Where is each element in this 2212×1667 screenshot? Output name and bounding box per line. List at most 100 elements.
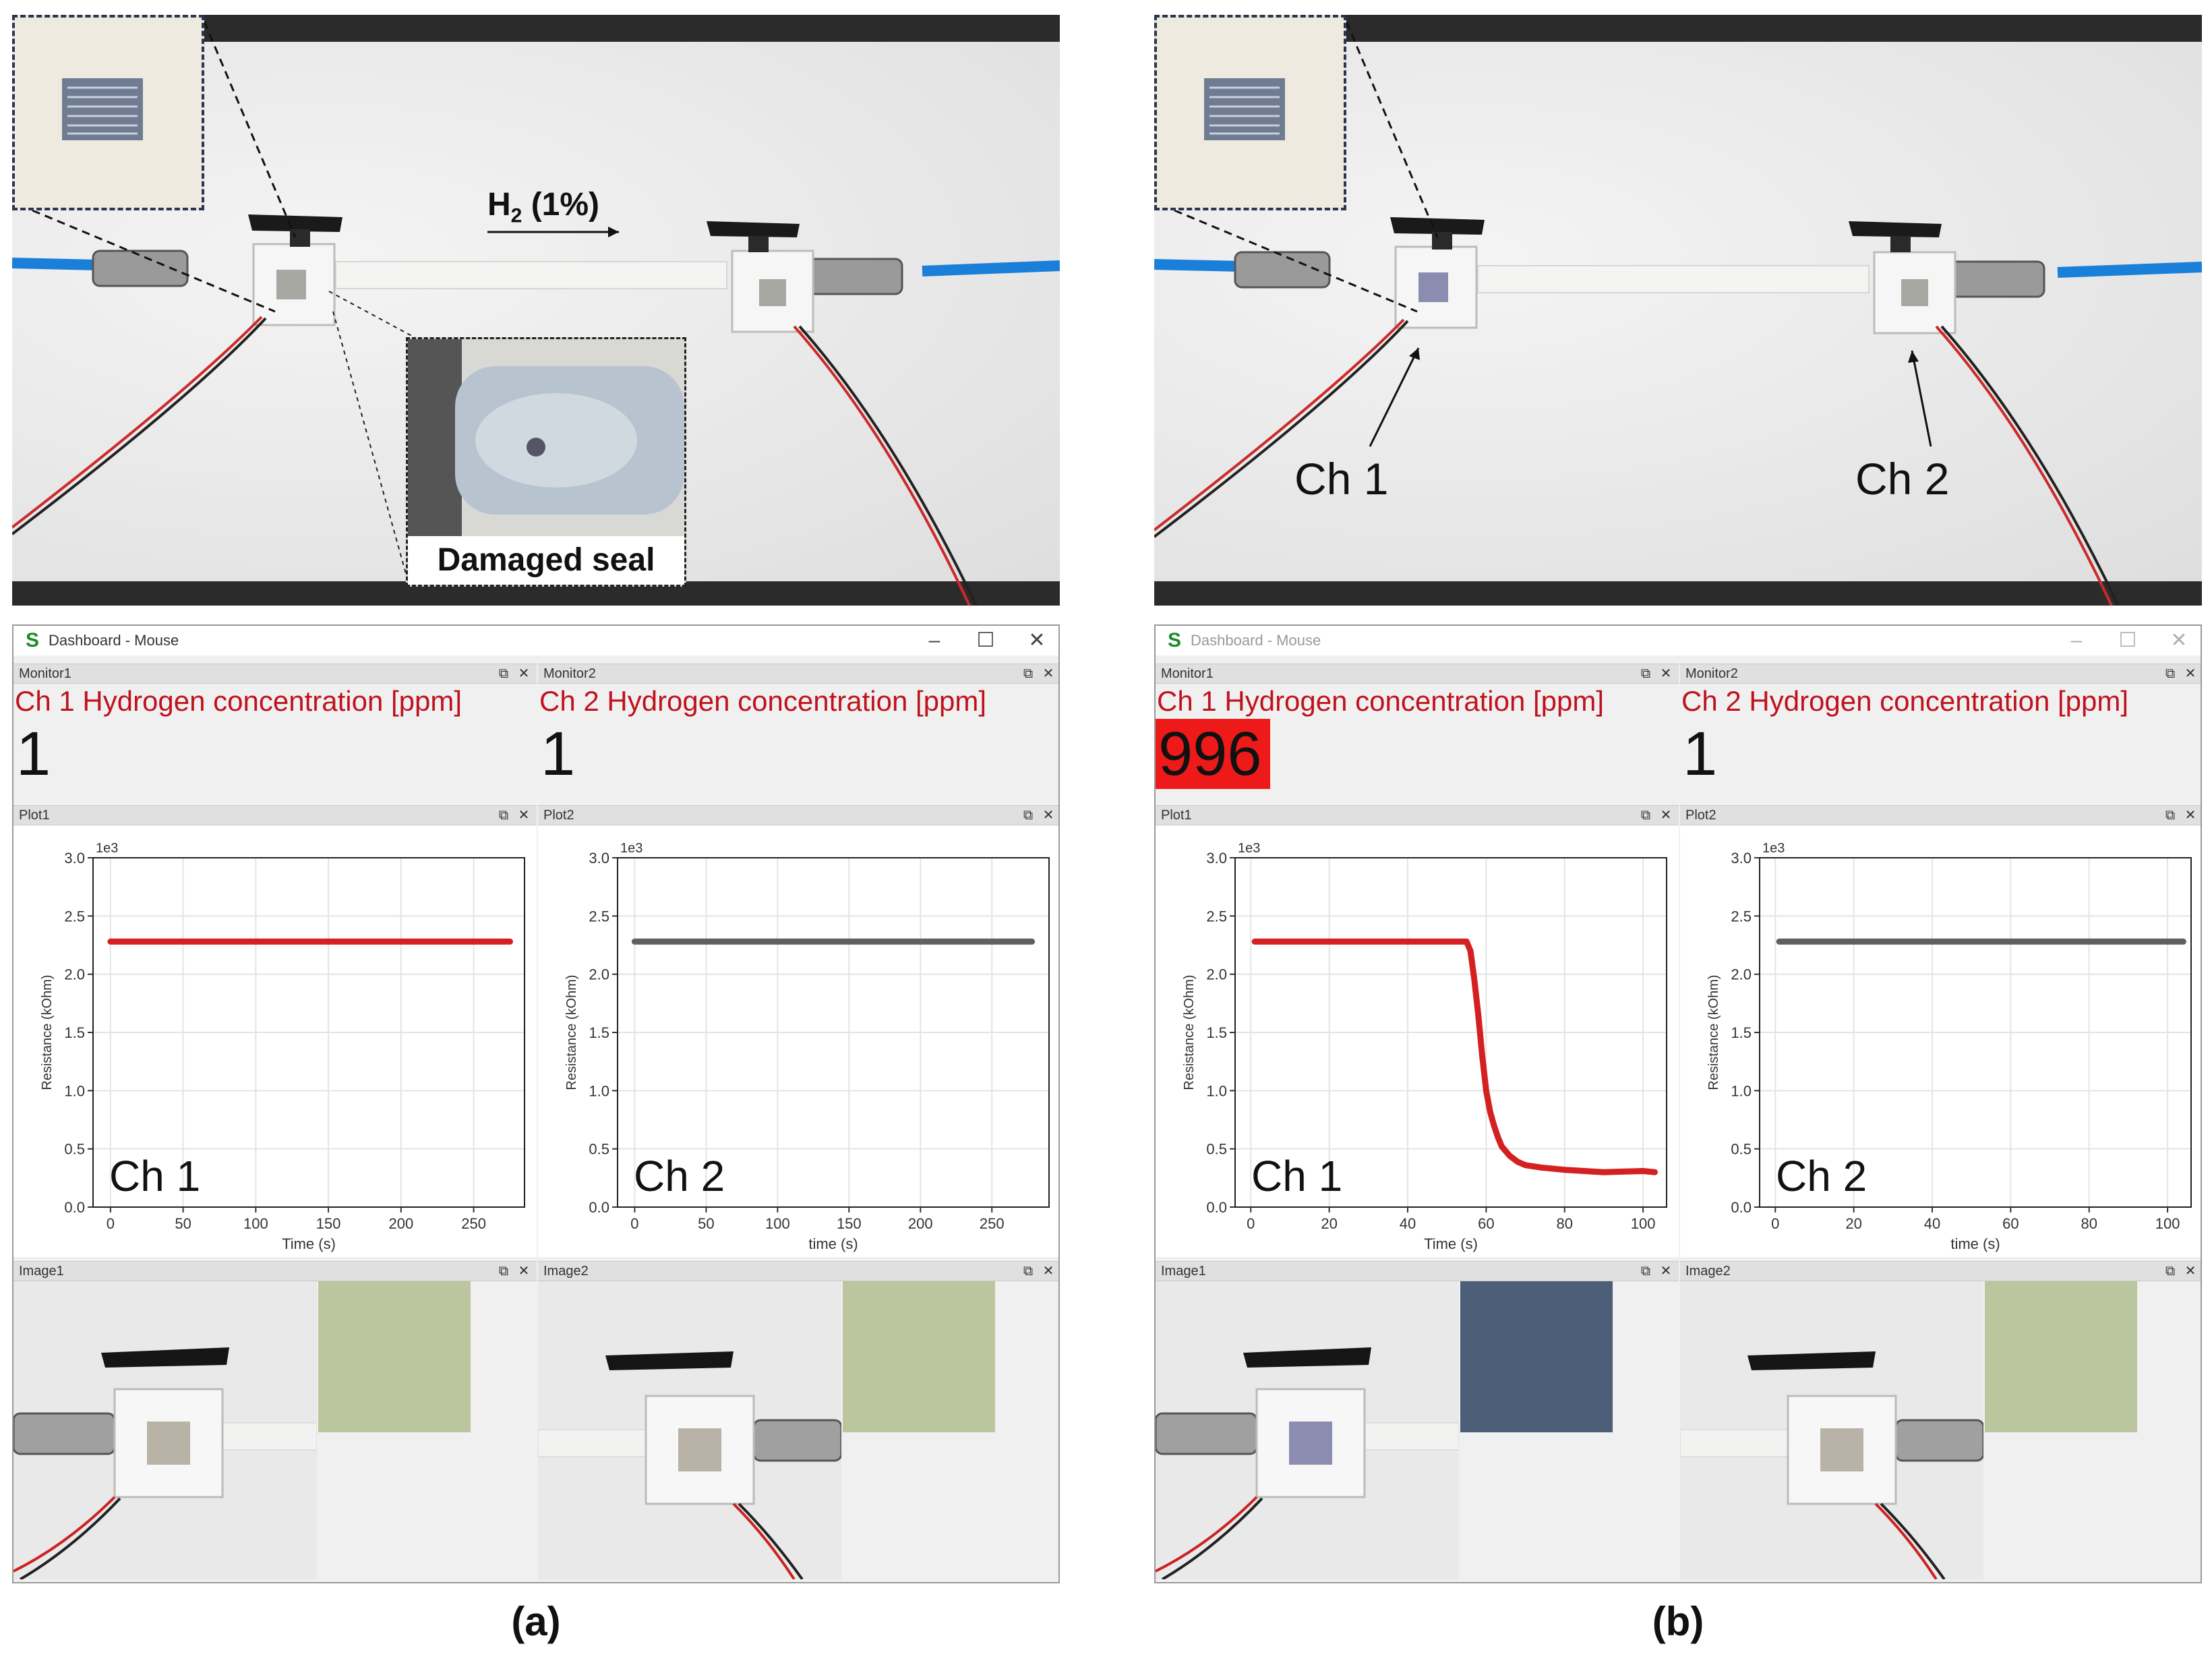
panel-a: Damaged seal H2 (1%) S Dashboard - Mouse… — [12, 0, 1064, 1667]
undock-icon[interactable]: ⧉ — [498, 808, 509, 823]
image-area — [538, 1281, 1058, 1582]
y-scale-label: 1e3 — [620, 841, 642, 856]
minimize-button[interactable]: – — [2070, 629, 2083, 651]
dock-header: Plot2 ⧉ ✕ — [1680, 805, 2201, 825]
close-dock-icon[interactable]: ✕ — [2184, 1264, 2196, 1279]
close-dock-icon[interactable]: ✕ — [1042, 666, 1054, 681]
undock-icon[interactable]: ⧉ — [1023, 808, 1034, 823]
image-area — [13, 1281, 537, 1582]
minimize-button[interactable]: – — [928, 629, 940, 651]
x-tick-label: 0 — [1771, 1215, 1779, 1232]
maximize-button[interactable]: ☐ — [2118, 629, 2137, 651]
channel-label: Ch 2 — [1776, 1152, 1867, 1200]
dock-title: Plot1 — [1161, 808, 1192, 823]
close-dock-icon[interactable]: ✕ — [1660, 1264, 1672, 1279]
y-tick-label: 2.0 — [64, 966, 85, 983]
dock-header: Monitor2 ⧉ ✕ — [538, 664, 1058, 684]
close-dock-icon[interactable]: ✕ — [518, 1264, 530, 1279]
close-dock-icon[interactable]: ✕ — [1042, 808, 1054, 823]
sensor-chip-callout — [12, 15, 204, 210]
y-tick-label: 2.0 — [1731, 966, 1752, 983]
maximize-button[interactable]: ☐ — [976, 629, 995, 651]
undock-icon[interactable]: ⧉ — [1023, 666, 1034, 681]
setup-photo: Ch 1 Ch 2 — [1154, 15, 2202, 606]
x-tick-label: 60 — [2002, 1215, 2019, 1232]
ch1-photo-label: Ch 1 — [1294, 454, 1389, 504]
channel-label: Ch 1 — [109, 1152, 200, 1200]
y-tick-label: 0.5 — [64, 1141, 85, 1158]
undock-icon[interactable]: ⧉ — [1023, 1264, 1034, 1279]
panel-b: Ch 1 Ch 2 S Dashboard - Mouse – ☐ ✕ Moni… — [1154, 0, 2206, 1667]
color-swatch — [1460, 1281, 1613, 1432]
y-tick-label: 0.0 — [1731, 1199, 1752, 1216]
monitor-label: Ch 1 Hydrogen concentration [ppm] — [1157, 685, 1605, 717]
channel-label: Ch 2 — [634, 1152, 725, 1200]
undock-icon[interactable]: ⧉ — [498, 666, 509, 681]
undock-icon[interactable]: ⧉ — [1640, 666, 1651, 681]
close-button[interactable]: ✕ — [2170, 629, 2188, 651]
channel-label: Ch 1 — [1251, 1152, 1342, 1200]
undock-icon[interactable]: ⧉ — [1640, 808, 1651, 823]
close-dock-icon[interactable]: ✕ — [1042, 1264, 1054, 1279]
image1-dock: Image1 ⧉ ✕ — [1156, 1261, 1679, 1582]
close-dock-icon[interactable]: ✕ — [518, 666, 530, 681]
y-tick-label: 2.5 — [589, 908, 609, 925]
y-tick-label: 2.0 — [589, 966, 609, 983]
undock-icon[interactable]: ⧉ — [1640, 1264, 1651, 1279]
monitor-value: 1 — [541, 720, 576, 788]
dock-header: Image2 ⧉ ✕ — [538, 1261, 1058, 1281]
close-button[interactable]: ✕ — [1028, 629, 1046, 651]
dock-title: Plot2 — [543, 808, 574, 823]
monitor-value: 1 — [16, 720, 51, 788]
x-axis-label: time (s) — [1950, 1235, 2000, 1252]
close-dock-icon[interactable]: ✕ — [1660, 666, 1672, 681]
dock-title: Plot2 — [1685, 808, 1716, 823]
dock-title: Image2 — [543, 1264, 589, 1279]
y-tick-label: 1.5 — [1731, 1024, 1752, 1041]
y-tick-label: 3.0 — [64, 850, 85, 867]
undock-icon[interactable]: ⧉ — [2165, 808, 2176, 823]
y-tick-label: 3.0 — [1731, 850, 1752, 867]
y-tick-label: 1.0 — [589, 1082, 609, 1099]
x-tick-label: 80 — [2081, 1215, 2097, 1232]
panel-caption: (a) — [511, 1599, 561, 1644]
close-dock-icon[interactable]: ✕ — [2184, 666, 2196, 681]
undock-icon[interactable]: ⧉ — [2165, 666, 2176, 681]
undock-icon[interactable]: ⧉ — [2165, 1264, 2176, 1279]
window-titlebar[interactable]: S Dashboard - Mouse – ☐ ✕ — [13, 626, 1058, 655]
y-tick-label: 0.5 — [1731, 1141, 1752, 1158]
x-tick-label: 100 — [2155, 1215, 2180, 1232]
damaged-seal-label: Damaged seal — [408, 536, 684, 585]
camera-view — [13, 1281, 317, 1579]
close-dock-icon[interactable]: ✕ — [518, 808, 530, 823]
undock-icon[interactable]: ⧉ — [498, 1264, 509, 1279]
dock-header: Image2 ⧉ ✕ — [1680, 1261, 2201, 1281]
setup-drawing — [12, 21, 1060, 606]
monitor-value-alarm: 996 — [1156, 719, 1270, 789]
x-tick-label: 50 — [698, 1215, 714, 1232]
camera-view — [1680, 1281, 1983, 1579]
y-tick-label: 1.5 — [64, 1024, 85, 1041]
y-tick-label: 0.0 — [589, 1199, 609, 1216]
dock-header: Plot1 ⧉ ✕ — [1156, 805, 1679, 825]
image1-dock: Image1 ⧉ ✕ — [13, 1261, 537, 1582]
camera-view — [538, 1281, 841, 1579]
dashboard-window: S Dashboard - Mouse – ☐ ✕ Monitor1 ⧉ ✕ C… — [1154, 624, 2202, 1583]
close-dock-icon[interactable]: ✕ — [2184, 808, 2196, 823]
monitor-label: Ch 2 Hydrogen concentration [ppm] — [539, 685, 987, 717]
x-tick-label: 250 — [980, 1215, 1005, 1232]
close-dock-icon[interactable]: ✕ — [1660, 808, 1672, 823]
y-tick-label: 1.0 — [1731, 1082, 1752, 1099]
plot-frame — [92, 857, 525, 1208]
window-titlebar[interactable]: S Dashboard - Mouse – ☐ ✕ — [1156, 626, 2201, 655]
